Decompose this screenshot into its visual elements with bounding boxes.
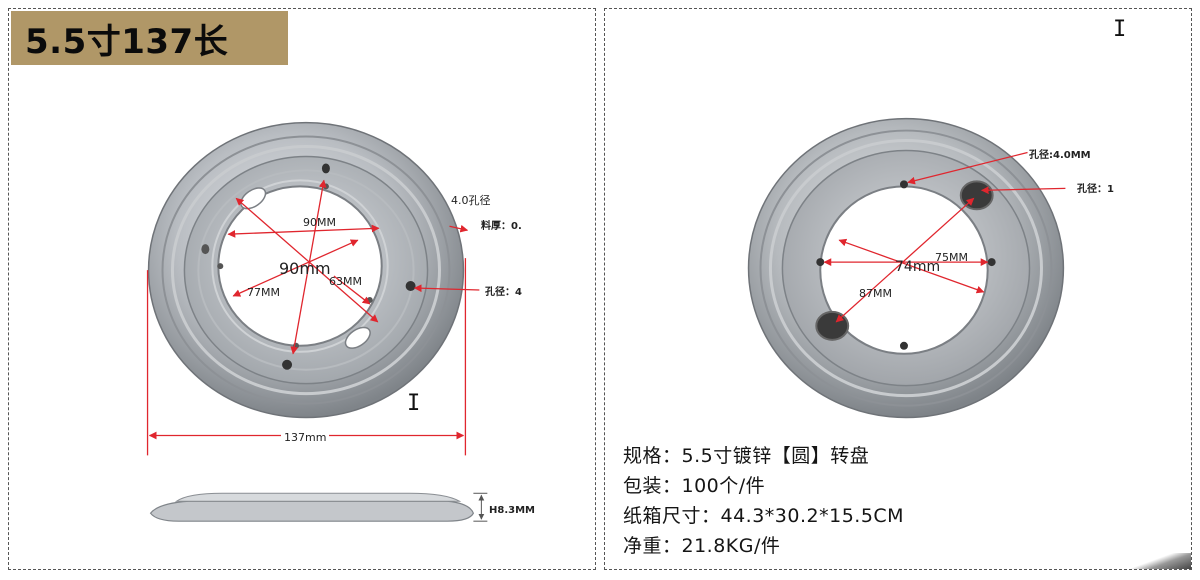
packaging-line: 包装：100个/件 <box>623 475 766 497</box>
product-title-badge: 5.5寸137长 <box>11 11 288 65</box>
mount-hole <box>899 341 908 350</box>
dim-90mm-big: 90mm <box>279 259 331 278</box>
dim-87mm: 87MM <box>859 287 892 300</box>
height-label: H8.3MM <box>489 505 535 516</box>
left-product-panel: 5.5寸137长 4.0孔径 料厚：0. 孔径：4 90MM 90mm 77MM… <box>8 8 596 570</box>
hole-count-label: 4.0孔径 <box>451 194 491 207</box>
dim-90mm-small: 90MM <box>303 216 336 229</box>
mount-hole <box>321 163 330 174</box>
mount-hole <box>201 244 210 255</box>
right-product-panel: 孔径:4.0MM 孔径：1 75MM 74mm 87MM I 规格：5.5寸镀锌… <box>604 8 1192 570</box>
side-profile <box>149 500 475 522</box>
width-137mm-label: 137mm <box>281 431 330 444</box>
thickness-label: 料厚：0. <box>481 221 522 232</box>
carton-size-line: 纸箱尺寸：44.3*30.2*15.5CM <box>623 505 905 527</box>
hole-diameter-top-label: 孔径:4.0MM <box>1029 150 1091 161</box>
text-cursor-mark: I <box>1113 17 1127 42</box>
mount-hole <box>987 258 996 267</box>
turntable-front-diagram <box>146 121 488 522</box>
dim-63mm: 63MM <box>329 275 362 288</box>
dim-74mm: 74mm <box>895 259 941 275</box>
mount-hole <box>899 180 908 189</box>
mount-hole <box>282 359 293 370</box>
hole-diameter-right-label: 孔径：1 <box>1077 184 1114 195</box>
hole-diameter-label: 孔径：4 <box>485 287 522 298</box>
text-cursor-mark: I <box>407 391 421 416</box>
dim-77mm: 77MM <box>247 286 280 299</box>
spec-block: 规格：5.5寸镀锌【圆】转盘 包装：100个/件 纸箱尺寸：44.3*30.2*… <box>623 441 904 561</box>
turntable-back-diagram <box>747 117 1066 419</box>
mount-hole <box>405 281 416 291</box>
corner-decoration <box>1131 553 1191 569</box>
spec-line: 规格：5.5寸镀锌【圆】转盘 <box>623 445 870 467</box>
dim-75mm: 75MM <box>935 251 968 264</box>
net-weight-line: 净重：21.8KG/件 <box>623 535 781 557</box>
mount-hole <box>816 258 825 267</box>
